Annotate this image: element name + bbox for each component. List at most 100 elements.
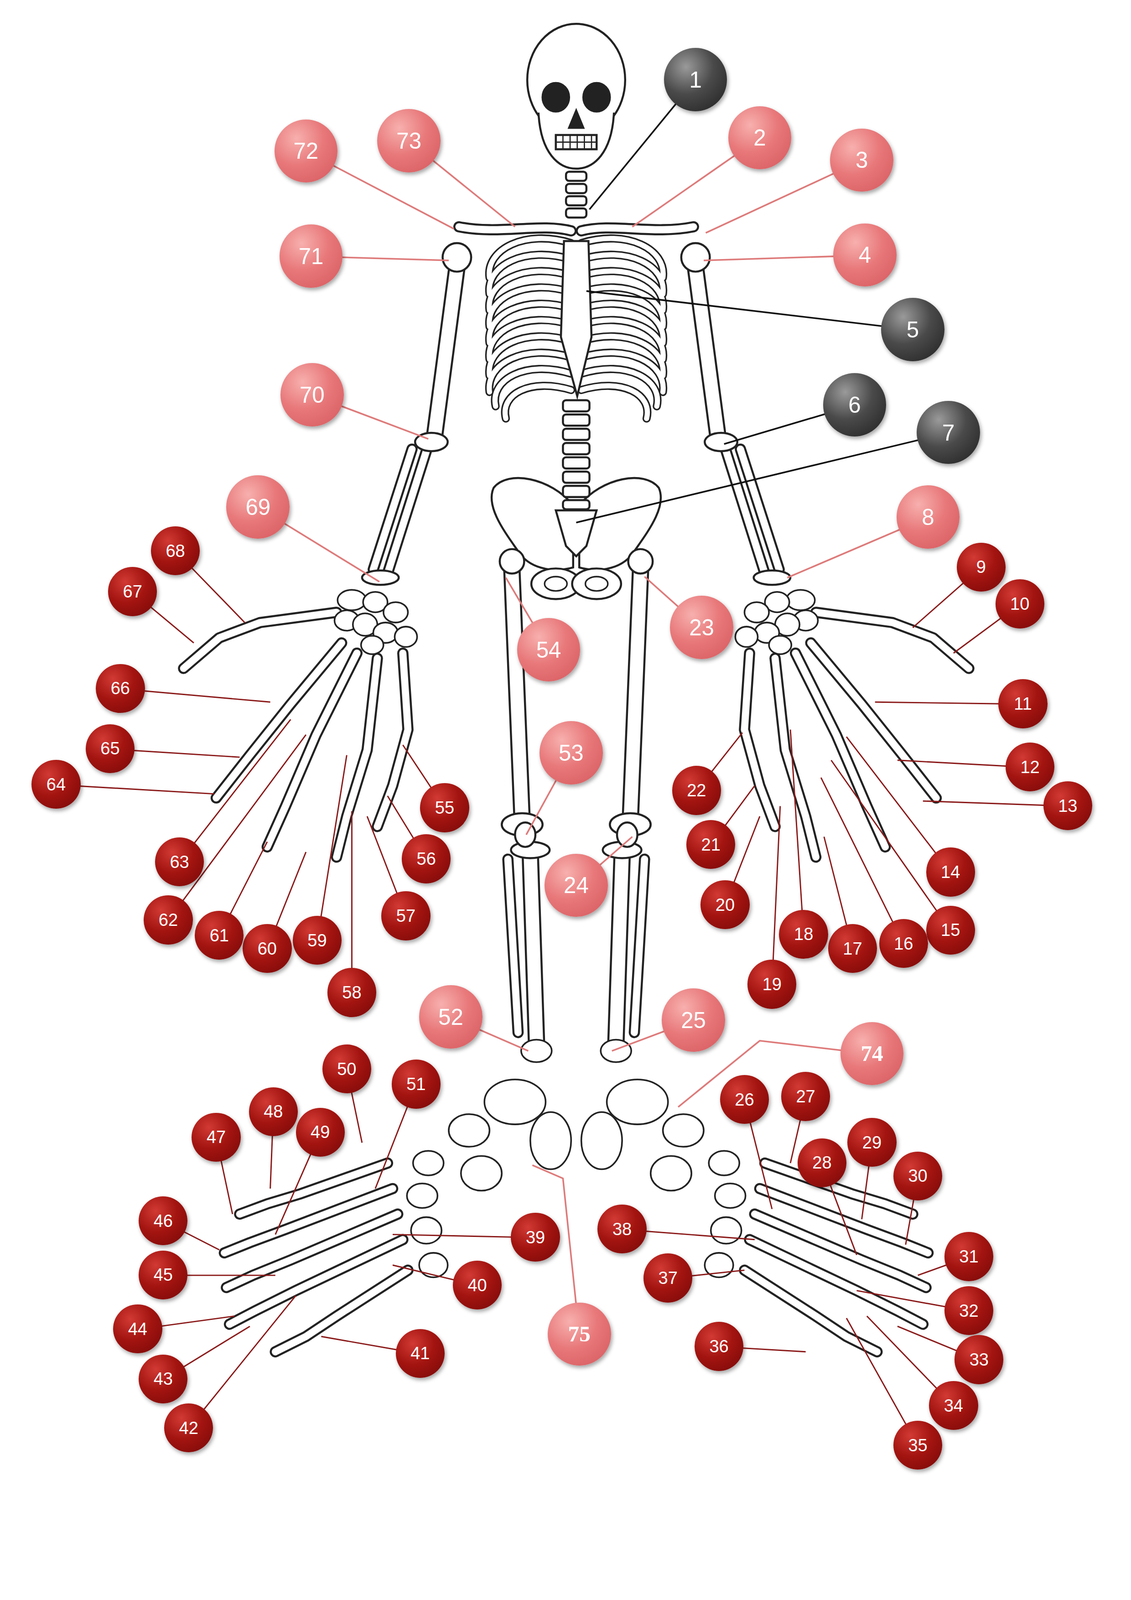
callout-number: 18 — [793, 925, 814, 943]
callout-number: 46 — [153, 1212, 173, 1230]
callout-circle: 71 — [279, 224, 343, 288]
callout-circle: 25 — [661, 988, 726, 1052]
callout-number: 68 — [165, 542, 185, 560]
callout-circle: 50 — [322, 1044, 372, 1094]
callout-number: 56 — [416, 850, 436, 868]
callout-circle: 45 — [138, 1250, 188, 1300]
callout-circle: 52 — [419, 985, 483, 1049]
callout-circle: 17 — [828, 923, 877, 973]
callout-number: 48 — [263, 1102, 283, 1121]
callout-number: 52 — [438, 1005, 464, 1028]
callout-number: 29 — [862, 1133, 882, 1152]
callout-number: 38 — [612, 1220, 632, 1238]
callout-circle: 60 — [242, 923, 292, 973]
callout-circle: 4 — [833, 223, 897, 287]
callout-number: 41 — [410, 1344, 430, 1362]
callout-circle: 7 — [916, 400, 981, 465]
callout-circle: 9 — [956, 542, 1006, 592]
callout-number: 55 — [435, 798, 455, 817]
callout-circle: 43 — [138, 1354, 188, 1404]
callout-number: 59 — [307, 931, 327, 950]
callout-circle: 66 — [95, 664, 145, 713]
callout-circle: 8 — [896, 485, 960, 549]
callout-circle: 5 — [881, 297, 945, 362]
callout-number: 20 — [715, 896, 735, 914]
callout-circle: 63 — [155, 837, 204, 887]
callout-circle: 40 — [452, 1260, 502, 1310]
callout-number: 10 — [1010, 595, 1030, 613]
callout-circle: 73 — [377, 108, 441, 173]
callout-number: 13 — [1058, 797, 1078, 815]
callout-number: 25 — [680, 1008, 706, 1032]
callout-number: 24 — [563, 873, 589, 897]
callout-circle: 51 — [391, 1059, 441, 1109]
callout-number: 72 — [293, 139, 319, 162]
callout-circle: 59 — [292, 915, 342, 965]
callout-number: 37 — [658, 1269, 678, 1287]
callout-circle: 44 — [113, 1304, 162, 1354]
callout-circle: 61 — [194, 910, 244, 960]
callout-number: 1 — [689, 68, 702, 91]
callout-circle: 36 — [694, 1321, 744, 1371]
callout-number: 70 — [299, 383, 325, 406]
callout-circle: 65 — [85, 724, 135, 774]
callout-number: 35 — [907, 1436, 928, 1454]
callout-number: 54 — [536, 638, 562, 661]
callout-number: 12 — [1020, 758, 1040, 776]
callout-circle: 69 — [226, 475, 290, 539]
callout-circle: 18 — [778, 909, 828, 959]
callout-circle: 74 — [840, 1022, 904, 1086]
callout-circle: 31 — [944, 1231, 994, 1281]
callout-number: 62 — [158, 911, 178, 929]
callout-circle: 72 — [274, 119, 338, 183]
callout-circle: 70 — [280, 363, 344, 427]
callout-number: 15 — [940, 921, 960, 939]
callout-circle: 48 — [249, 1087, 298, 1137]
callout-circle: 16 — [879, 918, 929, 968]
callout-number: 39 — [525, 1228, 545, 1246]
callout-number: 51 — [406, 1075, 426, 1093]
callout-circle: 26 — [720, 1074, 769, 1124]
callout-number: 75 — [568, 1322, 591, 1345]
callout-circle: 30 — [893, 1151, 943, 1201]
callout-number: 2 — [753, 126, 766, 149]
callout-number: 49 — [310, 1123, 330, 1141]
callout-number: 16 — [893, 934, 914, 953]
callout-circle: 75 — [547, 1302, 612, 1366]
callout-circle: 11 — [998, 679, 1048, 728]
callout-number: 22 — [686, 781, 706, 799]
callout-number: 3 — [855, 148, 868, 172]
callout-circle: 19 — [747, 959, 797, 1009]
callout-number: 71 — [298, 244, 324, 268]
callout-number: 40 — [467, 1276, 487, 1294]
callout-number: 28 — [812, 1153, 832, 1172]
callout-number: 69 — [245, 495, 271, 519]
callout-number: 61 — [209, 926, 229, 945]
callout-circle: 12 — [1005, 742, 1055, 792]
callout-circle: 46 — [138, 1196, 188, 1246]
callout-circle: 67 — [108, 566, 157, 616]
callout-number: 53 — [558, 741, 584, 764]
callout-number: 36 — [709, 1337, 729, 1355]
callout-circle: 24 — [544, 853, 608, 918]
callout-number: 30 — [907, 1167, 928, 1185]
callout-number: 19 — [762, 975, 782, 993]
callout-circle: 64 — [31, 759, 81, 809]
callout-number: 47 — [206, 1128, 226, 1146]
callout-number: 42 — [179, 1419, 199, 1437]
callout-number: 73 — [396, 129, 422, 152]
callout-number: 43 — [153, 1369, 173, 1388]
callout-circle: 20 — [700, 880, 750, 929]
callout-circle: 6 — [823, 373, 887, 437]
callout-number: 66 — [110, 679, 130, 697]
callout-circle: 56 — [401, 834, 451, 883]
callout-number: 8 — [921, 505, 934, 529]
callout-number: 6 — [848, 393, 861, 416]
callout-number: 27 — [795, 1087, 815, 1106]
callout-number: 14 — [940, 863, 960, 881]
callout-circle: 54 — [517, 617, 581, 682]
callout-number: 9 — [976, 558, 986, 576]
callout-circle: 41 — [395, 1328, 445, 1378]
callout-circle: 62 — [143, 895, 193, 945]
